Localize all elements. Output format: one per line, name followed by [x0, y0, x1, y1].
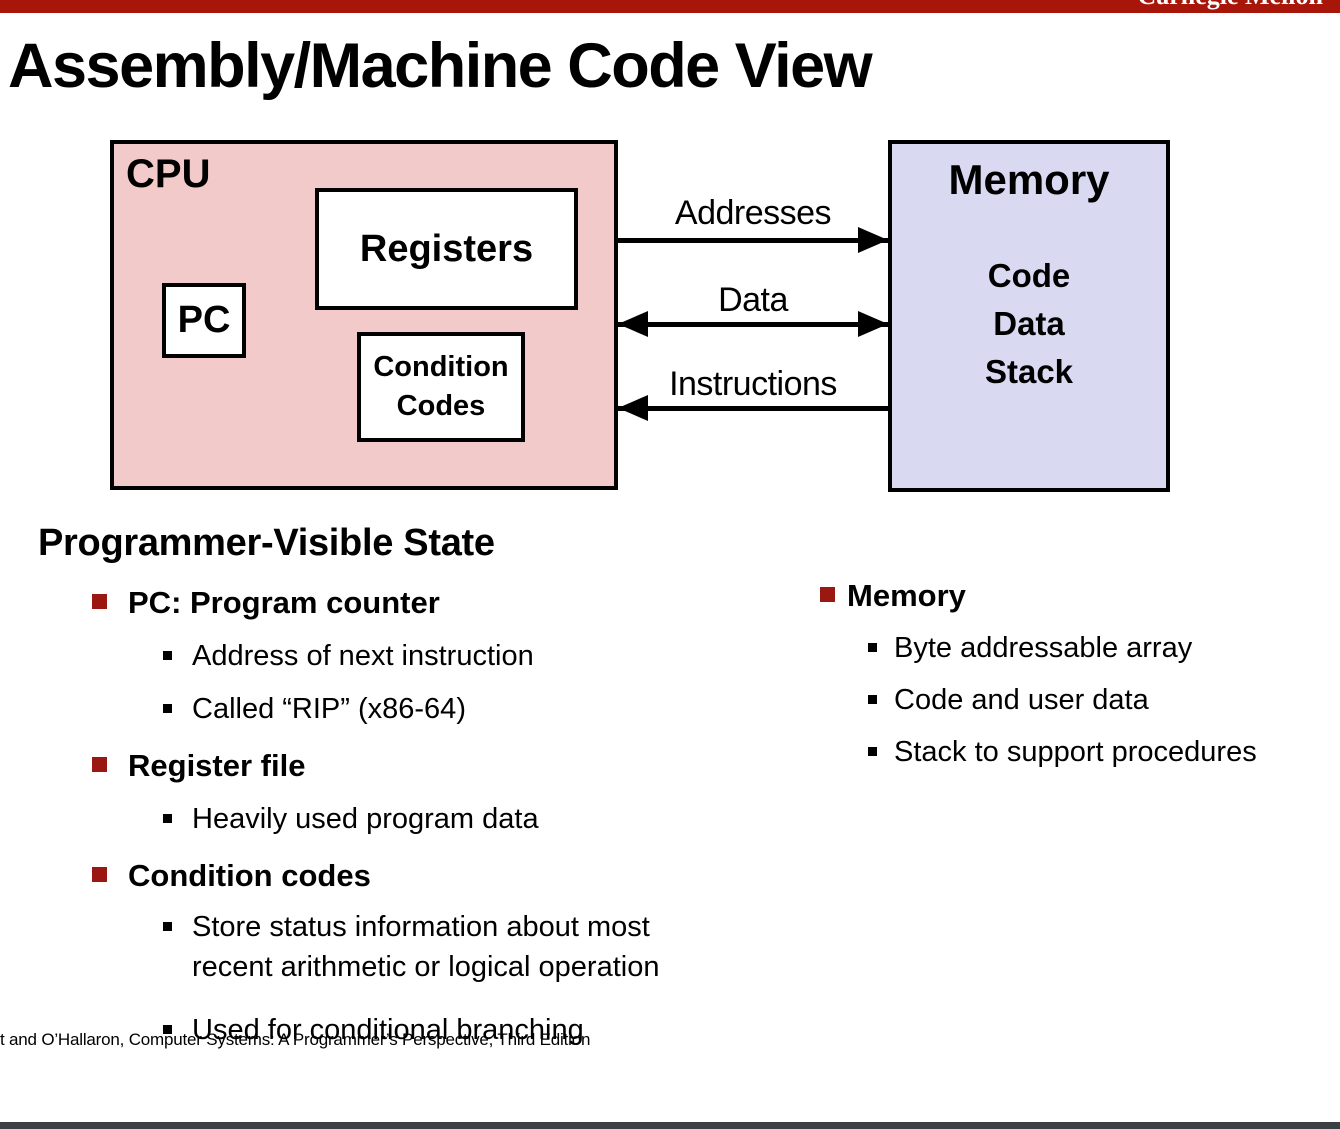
registers-label: Registers — [359, 227, 534, 270]
arrowhead-left-icon — [618, 311, 648, 337]
bullet-item: Stack to support procedures — [868, 736, 1257, 769]
sub-bullet-icon — [163, 922, 172, 931]
footer-attribution: t and O’Hallaron, Computer Systems: A Pr… — [0, 1030, 591, 1049]
sub-bullet-icon — [163, 651, 172, 660]
memory-item-stack: Stack — [984, 353, 1074, 390]
instructions-bus-line — [618, 406, 888, 411]
addresses-bus-label: Addresses — [674, 194, 832, 232]
arrowhead-right-icon — [858, 311, 888, 337]
bullet-item: Register file — [92, 748, 305, 784]
condition-codes-label-line1: Condition — [373, 351, 509, 383]
sub-bullet-icon — [868, 643, 877, 652]
sub-bullet-icon — [163, 814, 172, 823]
bullet-item-continuation: recent arithmetic or logical operation — [192, 951, 660, 983]
arrowhead-left-icon — [618, 395, 648, 421]
data-bus-label: Data — [718, 281, 788, 319]
memory-item-code: Code — [987, 257, 1071, 294]
addresses-bus-line — [618, 238, 888, 243]
instructions-bus-label: Instructions — [669, 365, 837, 403]
bullet-item: Memory — [820, 578, 966, 614]
bullet-item: Byte addressable array — [868, 632, 1192, 665]
bullet-square-icon — [820, 587, 835, 602]
bullet-item: Heavily used program data — [163, 803, 539, 836]
pc-box: PC — [162, 283, 246, 358]
bullet-square-icon — [92, 867, 107, 882]
top-banner: Carnegie Mellon — [0, 0, 1340, 13]
pc-label: PC — [177, 299, 231, 341]
memory-item-data: Data — [993, 305, 1065, 342]
bullet-item: Used for conditional branching — [163, 1014, 584, 1047]
bullet-item: Called “RIP” (x86-64) — [163, 693, 466, 726]
footer-bar — [0, 1122, 1340, 1129]
bullet-item: Address of next instruction — [163, 640, 534, 673]
section-heading: Programmer-Visible State — [38, 522, 495, 564]
memory-label: Memory — [948, 156, 1110, 203]
condition-codes-label-line2: Codes — [396, 390, 486, 422]
memory-contents: Code Data Stack — [888, 252, 1170, 396]
bullet-item: Code and user data — [868, 684, 1149, 717]
slide-title: Assembly/Machine Code View — [8, 31, 873, 101]
sub-bullet-icon — [868, 747, 877, 756]
bullet-item: Condition codes — [92, 858, 371, 894]
carnegie-mellon-wordmark: Carnegie Mellon — [1137, 0, 1323, 9]
memory-box — [888, 140, 1170, 492]
bullet-square-icon — [92, 594, 107, 609]
registers-box: Registers — [315, 188, 578, 310]
sub-bullet-icon — [163, 704, 172, 713]
sub-bullet-icon — [163, 1025, 172, 1034]
bullet-item: Store status information about most — [163, 911, 650, 944]
bullet-item: PC: Program counter — [92, 585, 440, 621]
bullet-square-icon — [92, 757, 107, 772]
arrowhead-right-icon — [858, 227, 888, 253]
cpu-label: CPU — [126, 152, 211, 196]
data-bus-line — [618, 322, 888, 327]
condition-codes-box: Condition Codes — [357, 332, 525, 442]
sub-bullet-icon — [868, 695, 877, 704]
